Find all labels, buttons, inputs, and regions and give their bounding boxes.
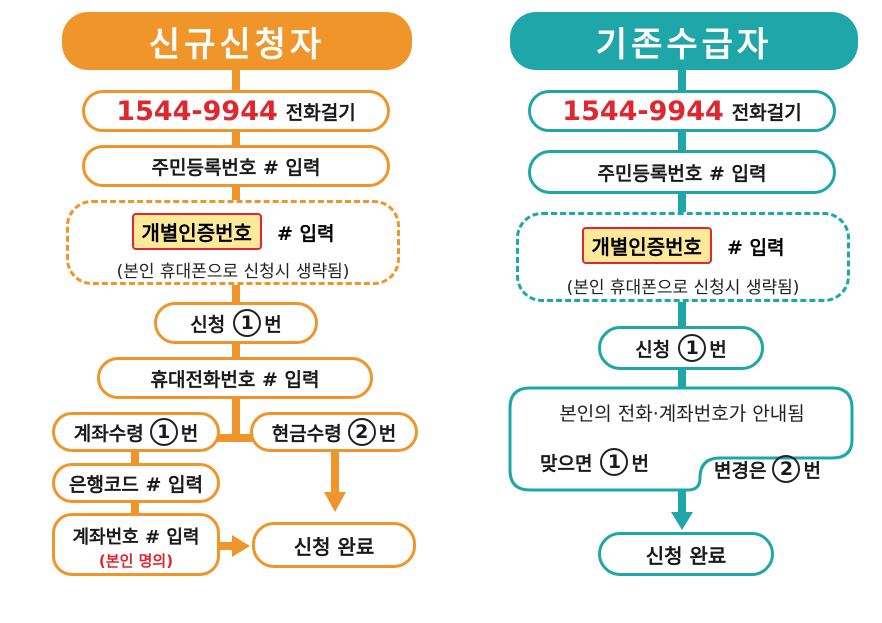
connector [215, 434, 255, 442]
left-account-suffix: 번 [180, 422, 199, 445]
right-change-label: 변경은 2 번 [714, 455, 821, 483]
connector [678, 488, 686, 514]
connector [131, 502, 139, 514]
connector [232, 284, 240, 302]
left-call-box: 1544-9944 전화걸기 [82, 90, 390, 132]
left-complete-box: 신청 완료 [252, 522, 416, 568]
connector [131, 450, 139, 464]
right-auth-highlight: 개별인증번호 [581, 227, 712, 264]
left-resident-box: 주민등록번호 # 입력 [82, 145, 390, 187]
connector [232, 130, 240, 146]
right-auth-input: # 입력 [727, 237, 785, 259]
right-call-number: 1544-9944 [562, 95, 724, 127]
connector [678, 192, 686, 212]
right-auth-box: 개별인증번호 # 입력 (본인 휴대폰으로 신청시 생략됨) [516, 212, 850, 302]
arrow-down-icon [324, 492, 346, 512]
left-mobile-box: 휴대전화번호 # 입력 [97, 357, 373, 399]
connector [232, 70, 240, 90]
left-header: 신규신청자 [62, 12, 412, 70]
right-apply-prefix: 신청 [635, 338, 671, 361]
connector [678, 368, 686, 388]
connector [232, 186, 240, 200]
right-auth-note: (본인 휴대폰으로 신청시 생략됨) [566, 278, 800, 298]
left-cash-prefix: 현금수령 [271, 422, 342, 445]
number-1-icon: 1 [233, 309, 262, 337]
right-correct-prefix: 맞으면 [540, 452, 593, 475]
left-account-prefix: 계좌수령 [73, 422, 144, 445]
connector [232, 398, 240, 440]
right-resident-box: 주민등록번호 # 입력 [528, 150, 836, 194]
connector [678, 70, 686, 92]
right-apply-box: 신청 1 번 [598, 326, 764, 370]
left-account-input: 계좌번호 # 입력 [72, 527, 200, 548]
left-apply-prefix: 신청 [190, 313, 226, 336]
right-change-suffix: 번 [803, 459, 821, 482]
connector [232, 342, 240, 358]
left-call-label: 전화걸기 [285, 101, 356, 124]
left-apply-box: 신청 1 번 [154, 302, 318, 344]
number-1-icon: 1 [149, 418, 178, 446]
right-correct-label: 맞으면 1 번 [540, 448, 649, 476]
right-apply-suffix: 번 [709, 338, 727, 361]
number-2-icon: 2 [772, 455, 801, 483]
right-call-label: 전화걸기 [731, 101, 802, 124]
number-1-icon: 1 [678, 334, 707, 362]
left-bank-code-box: 은행코드 # 입력 [52, 463, 220, 503]
left-account-number-box: 계좌번호 # 입력 (본인 명의) [52, 513, 220, 576]
number-1-icon: 1 [600, 448, 629, 476]
right-call-box: 1544-9944 전화걸기 [528, 90, 836, 132]
left-auth-highlight: 개별인증번호 [131, 213, 262, 250]
right-change-prefix: 변경은 [714, 459, 767, 482]
connector [220, 542, 234, 550]
left-account-note: (본인 명의) [98, 552, 174, 570]
right-complete-box: 신청 완료 [598, 532, 774, 576]
connector [678, 300, 686, 328]
right-correct-suffix: 번 [631, 452, 649, 475]
left-auth-input: # 입력 [277, 223, 335, 245]
left-cash-suffix: 번 [378, 422, 397, 445]
right-header: 기존수급자 [510, 12, 858, 70]
connector [678, 130, 686, 152]
left-call-number: 1544-9944 [116, 95, 278, 127]
left-account-receive-box: 계좌수령 1 번 [52, 412, 220, 452]
left-auth-box: 개별인증번호 # 입력 (본인 휴대폰으로 신청시 생략됨) [66, 200, 400, 285]
left-auth-note: (본인 휴대폰으로 신청시 생략됨) [116, 262, 350, 282]
arrow-down-icon [671, 512, 693, 530]
arrow-right-icon [232, 535, 250, 557]
connector [331, 452, 339, 494]
left-cash-receive-box: 현금수령 2 번 [250, 412, 418, 452]
left-apply-suffix: 번 [264, 313, 282, 336]
right-guide-text: 본인의 전화·계좌번호가 안내됨 [559, 403, 805, 425]
number-2-icon: 2 [347, 418, 376, 446]
